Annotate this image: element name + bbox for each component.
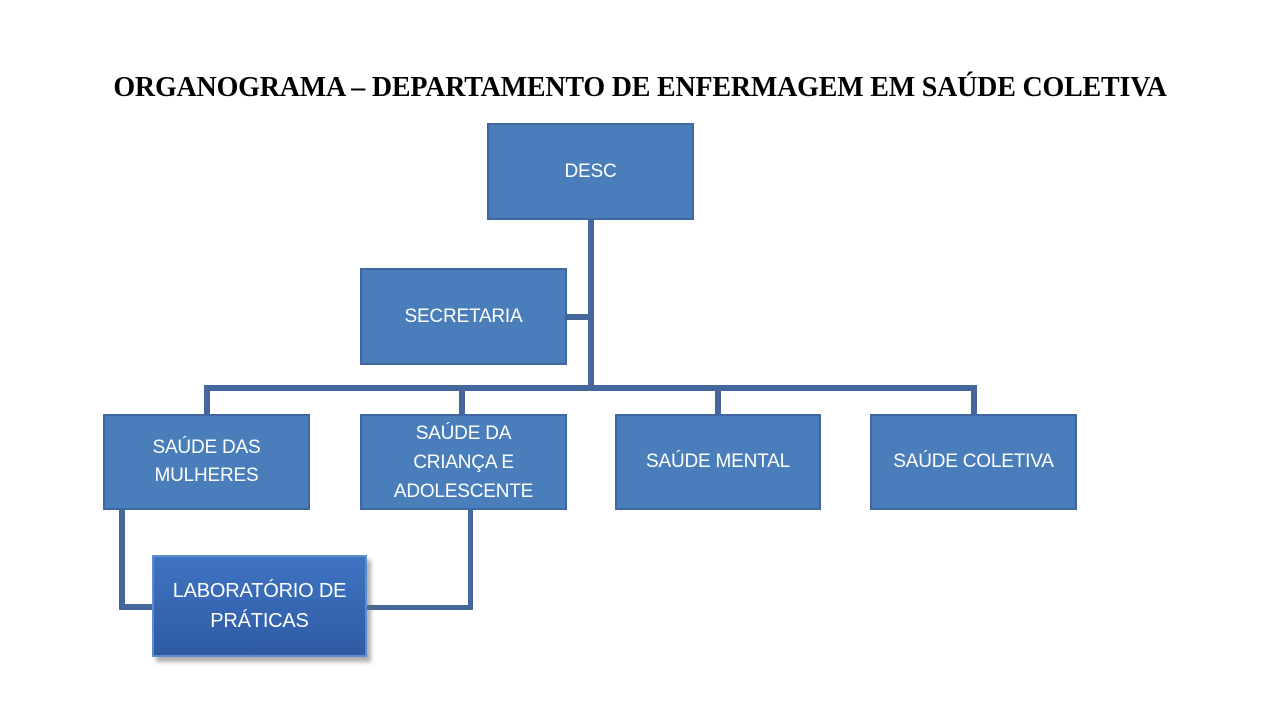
connector-mulheres-lab-horizontal xyxy=(119,604,157,610)
connector-drop-saude-coletiva xyxy=(971,385,977,414)
connector-horizontal-bar xyxy=(204,385,977,391)
connector-crianca-lab-horizontal xyxy=(360,605,473,610)
connector-drop-saude-das-mulheres xyxy=(204,385,210,414)
page-title: ORGANOGRAMA – DEPARTAMENTO DE ENFERMAGEM… xyxy=(113,72,1167,103)
node-desc: DESC xyxy=(487,123,694,220)
connector-crianca-lab-vertical xyxy=(468,510,473,610)
node-saude-da-crianca-e-adolescente: SAÚDE DA CRIANÇA E ADOLESCENTE xyxy=(360,414,567,510)
connector-drop-saude-da-crianca xyxy=(459,385,465,414)
connector-desc-trunk xyxy=(588,220,594,391)
connector-drop-saude-mental xyxy=(715,385,721,414)
node-laboratorio-de-praticas: LABORATÓRIO DE PRÁTICAS xyxy=(152,555,367,657)
node-saude-das-mulheres: SAÚDE DAS MULHERES xyxy=(103,414,310,510)
node-saude-coletiva: SAÚDE COLETIVA xyxy=(870,414,1077,510)
node-saude-mental: SAÚDE MENTAL xyxy=(615,414,821,510)
connector-mulheres-lab-vertical xyxy=(119,510,125,610)
node-secretaria: SECRETARIA xyxy=(360,268,567,365)
connector-secretaria-stub xyxy=(565,314,591,320)
